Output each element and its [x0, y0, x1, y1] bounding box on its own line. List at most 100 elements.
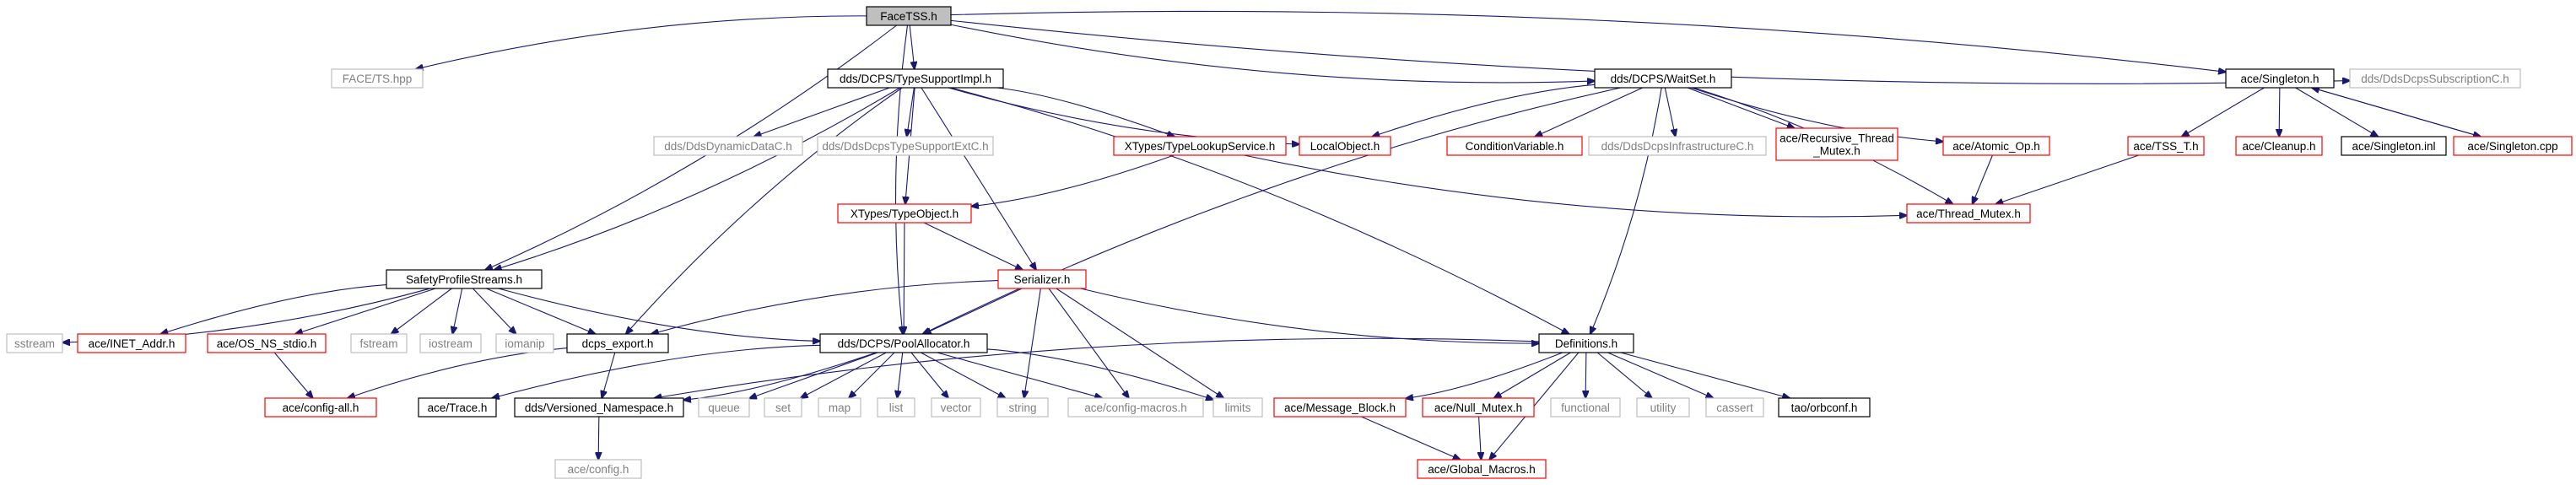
node-globalmacros[interactable]: ace/Global_Macros.h — [1417, 459, 1547, 479]
node-inet[interactable]: ace/INET_Addr.h — [77, 333, 186, 353]
node-dynamic[interactable]: dds/DdsDynamicDataC.h — [653, 136, 803, 156]
edge-safety-to-iostream — [452, 288, 463, 334]
node-nullmutex[interactable]: ace/Null_Mutex.h — [1422, 397, 1535, 418]
node-threadmutex-box — [1906, 203, 2031, 224]
node-facetss[interactable]: FaceTSS.h — [866, 6, 952, 26]
node-tsimpl[interactable]: dds/DCPS/TypeSupportImpl.h — [827, 68, 1004, 89]
node-tsst[interactable]: ace/TSS_T.h — [2127, 136, 2205, 156]
node-waitset[interactable]: dds/DCPS/WaitSet.h — [1594, 68, 1732, 89]
node-condvar-box — [1446, 136, 1583, 156]
node-typeobj[interactable]: XTypes/TypeObject.h — [837, 203, 972, 224]
node-iomanip[interactable]: iomanip — [495, 333, 554, 353]
node-tsext-label: dds/DdsDcpsTypeSupportExtC.h — [822, 140, 988, 153]
edge-poolalloc-to-configmacros — [937, 352, 1102, 398]
node-aceconfig[interactable]: ace/config.h — [554, 459, 642, 479]
edge-serializer-to-dcpsexport — [651, 280, 999, 334]
edge-poolalloc-to-string — [921, 352, 1005, 398]
edge-versioned-to-aceconfig — [598, 416, 599, 460]
node-safety-label: SafetyProfileStreams.h — [406, 273, 522, 286]
node-localobj-label: LocalObject.h — [1310, 140, 1380, 153]
node-configmacros[interactable]: ace/config-macros.h — [1067, 397, 1204, 418]
node-safety[interactable]: SafetyProfileStreams.h — [386, 269, 543, 289]
node-cleanup-label: ace/Cleanup.h — [2242, 140, 2315, 153]
edge-typeobj-to-serializer — [923, 222, 1023, 270]
node-queue-box — [698, 397, 750, 418]
node-singcpp[interactable]: ace/Singleton.cpp — [2453, 136, 2573, 156]
edge-poolalloc-to-limits — [986, 348, 1213, 400]
node-definitions[interactable]: Definitions.h — [1538, 333, 1634, 353]
node-typeobj-box — [837, 203, 972, 224]
edge-facetss-to-facets — [416, 15, 867, 69]
edge-tsimpl-to-safety — [494, 87, 900, 270]
node-cassert[interactable]: cassert — [1705, 397, 1764, 418]
edge-poolalloc-to-set — [801, 352, 887, 398]
node-atomic[interactable]: ace/Atomic_Op.h — [1942, 136, 2050, 156]
node-iostream[interactable]: iostream — [419, 333, 482, 353]
node-limits-label: limits — [1225, 401, 1251, 414]
node-recmutex[interactable]: ace/Recursive_Thread_Mutex.h — [1775, 127, 1898, 161]
node-trace[interactable]: ace/Trace.h — [418, 397, 497, 418]
node-queue[interactable]: queue — [698, 397, 750, 418]
node-configall[interactable]: ace/config-all.h — [264, 397, 377, 418]
node-aceconfig-box — [554, 459, 642, 479]
node-osns[interactable]: ace/OS_NS_stdio.h — [207, 333, 327, 353]
edge-typeobj-to-poolalloc — [904, 222, 905, 334]
node-vector[interactable]: vector — [931, 397, 981, 418]
edge-waitset-to-infra — [1664, 87, 1675, 137]
node-singinl[interactable]: ace/Singleton.inl — [2341, 136, 2447, 156]
node-versioned[interactable]: dds/Versioned_Namespace.h — [514, 397, 684, 418]
node-dcpsexport-label: dcps_export.h — [582, 337, 654, 350]
edge-poolalloc-to-trace — [492, 344, 821, 398]
node-tls[interactable]: XTypes/TypeLookupService.h — [1113, 136, 1287, 156]
node-fstream[interactable]: fstream — [350, 333, 408, 353]
node-cassert-label: cassert — [1716, 401, 1753, 414]
node-facetss-box — [866, 6, 952, 26]
edge-waitset-to-recmutex — [1687, 87, 1795, 128]
node-list[interactable]: list — [877, 397, 915, 418]
node-sstream[interactable]: sstream — [6, 333, 63, 353]
edge-serializer-to-limits — [1056, 288, 1223, 398]
node-set-label: set — [775, 401, 791, 414]
node-globalmacros-box — [1417, 459, 1547, 479]
edge-atomic-to-threadmutex — [1973, 154, 1993, 204]
node-versioned-box — [514, 397, 684, 418]
node-definitions-label: Definitions.h — [1555, 337, 1617, 350]
node-facets[interactable]: FACE/TS.hpp — [331, 68, 424, 89]
node-osns-label: ace/OS_NS_stdio.h — [217, 337, 317, 350]
node-queue-label: queue — [708, 401, 740, 414]
node-singleton[interactable]: ace/Singleton.h — [2225, 68, 2335, 89]
node-list-label: list — [889, 401, 904, 414]
node-infra[interactable]: dds/DdsDcpsInfrastructureC.h — [1588, 136, 1767, 156]
node-limits[interactable]: limits — [1212, 397, 1263, 418]
edge-facetss-to-tsimpl — [909, 24, 915, 69]
node-functional[interactable]: functional — [1550, 397, 1621, 418]
node-serializer[interactable]: Serializer.h — [997, 269, 1087, 289]
node-definitions-box — [1538, 333, 1634, 353]
node-map-label: map — [829, 401, 851, 414]
node-functional-label: functional — [1561, 401, 1610, 414]
node-recmutex-label: ace/Recursive_Thread — [1779, 132, 1894, 145]
node-utility[interactable]: utility — [1636, 397, 1690, 418]
edge-safety-to-iomanip — [473, 288, 516, 334]
node-condvar[interactable]: ConditionVariable.h — [1446, 136, 1583, 156]
node-set[interactable]: set — [764, 397, 802, 418]
node-tls-label: XTypes/TypeLookupService.h — [1125, 140, 1276, 153]
node-nullmutex-box — [1422, 397, 1535, 418]
edge-definitions-to-cassert — [1607, 352, 1713, 398]
edge-definitions-to-orbconf — [1620, 352, 1790, 398]
node-msgblock[interactable]: ace/Message_Block.h — [1273, 397, 1407, 418]
node-dcpsexport[interactable]: dcps_export.h — [566, 333, 669, 353]
node-atomic-box — [1942, 136, 2050, 156]
node-inet-label: ace/INET_Addr.h — [89, 337, 176, 350]
node-subsc[interactable]: dds/DdsDcpsSubscriptionC.h — [2349, 68, 2521, 89]
node-threadmutex[interactable]: ace/Thread_Mutex.h — [1906, 203, 2031, 224]
node-poolalloc[interactable]: dds/DCPS/PoolAllocator.h — [819, 333, 988, 353]
node-string[interactable]: string — [996, 397, 1049, 418]
edge-waitset-to-condvar — [1535, 87, 1644, 137]
edge-safety-to-osns — [295, 288, 436, 334]
node-localobj[interactable]: LocalObject.h — [1299, 136, 1391, 156]
node-cleanup[interactable]: ace/Cleanup.h — [2235, 136, 2323, 156]
node-orbconf[interactable]: tao/orbconf.h — [1778, 397, 1871, 418]
node-map[interactable]: map — [818, 397, 861, 418]
node-tsext[interactable]: dds/DdsDcpsTypeSupportExtC.h — [817, 136, 994, 156]
